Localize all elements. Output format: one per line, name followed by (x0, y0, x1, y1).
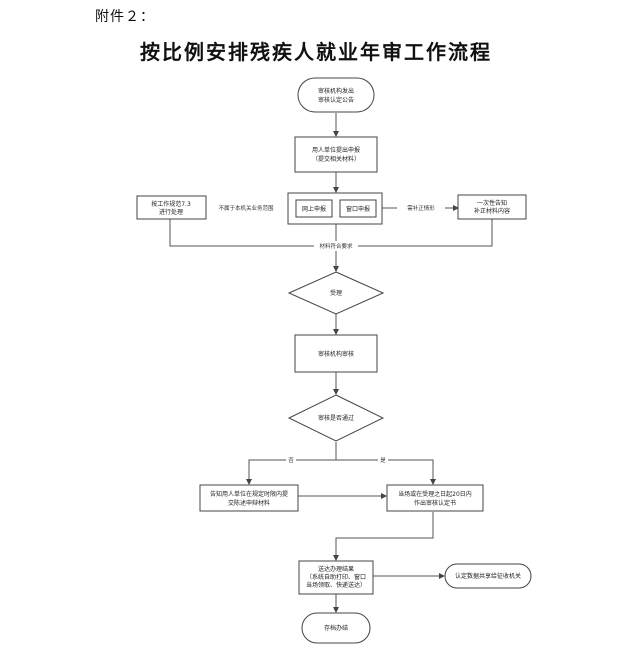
edge-label-no: 否 (288, 457, 294, 464)
node-rule73-line-2: 进行处理 (159, 208, 183, 216)
node-employer-report-line-1: 用人单位提出申报 (312, 146, 360, 154)
edge-decision-to-deliver (333, 512, 434, 561)
node-counter (339, 199, 377, 218)
edge-label-yes: 是 (380, 457, 386, 464)
node-start-line-2: 审核认定公告 (318, 96, 354, 104)
node-archive-label: 存档办结 (324, 624, 348, 632)
node-counter-label: 窗口申报 (346, 205, 370, 213)
edge-label-materials-ok: 材料符合要求 (319, 242, 353, 250)
node-online-label: 网上申报 (302, 205, 326, 213)
node-deliver (298, 560, 374, 595)
edge-no-branch (246, 459, 336, 485)
node-notify-supplement-line-1: 告知用人单位在规定时限内提 (210, 490, 288, 498)
node-pass-check-label: 审核是否通过 (318, 414, 354, 422)
node-start-line-1: 审核机构发出 (318, 87, 354, 95)
attachment-label: 附件２： (95, 9, 155, 25)
edge-label-not-in-scope: 不属于本机关业务范围 (218, 204, 274, 212)
node-issue-decision-line-1: 当场或在受理之日起20日内 (398, 490, 472, 498)
node-rule73 (136, 195, 207, 220)
page-title: 按比例安排残疾人就业年审工作流程 (140, 40, 492, 64)
node-share (444, 563, 532, 589)
node-rule73-line-1: 按工作规范7.3 (151, 200, 191, 208)
edge-rule73-to-main (169, 219, 335, 249)
node-notify-once-line-2: 补正材料内容 (474, 207, 510, 215)
node-accept (287, 271, 385, 315)
node-deliver-line-2: （系统自助打印、窗口 (306, 573, 366, 581)
edge-yes-branch (336, 459, 436, 485)
node-accept-label: 受理 (330, 289, 342, 297)
node-review (294, 334, 378, 373)
node-online (295, 199, 333, 218)
node-issue-decision (386, 484, 484, 512)
node-share-label: 认定数据共享给征收机关 (455, 572, 521, 580)
node-notify-once (457, 194, 527, 220)
node-review-label: 审核机构审核 (318, 350, 354, 358)
node-notify-supplement-line-2: 交陈述申辩材料 (228, 499, 270, 507)
node-notify-once-line-1: 一次性告知 (477, 199, 507, 207)
node-issue-decision-line-2: 作出审核认定书 (414, 499, 456, 507)
node-start (297, 77, 375, 113)
node-pass-check (287, 394, 385, 442)
edge-label-needs-supplement: 需补正情形 (407, 204, 435, 212)
node-deliver-line-1: 送达办理结果 (318, 565, 354, 573)
node-notify-supplement (199, 484, 299, 512)
node-employer-report-line-2: （提交相关材料） (312, 155, 360, 163)
edge-notify-back-to-main (337, 219, 493, 249)
node-employer-report (294, 136, 378, 173)
node-archive (301, 612, 371, 644)
node-deliver-line-3: 当场领取、快递送达） (306, 581, 366, 589)
